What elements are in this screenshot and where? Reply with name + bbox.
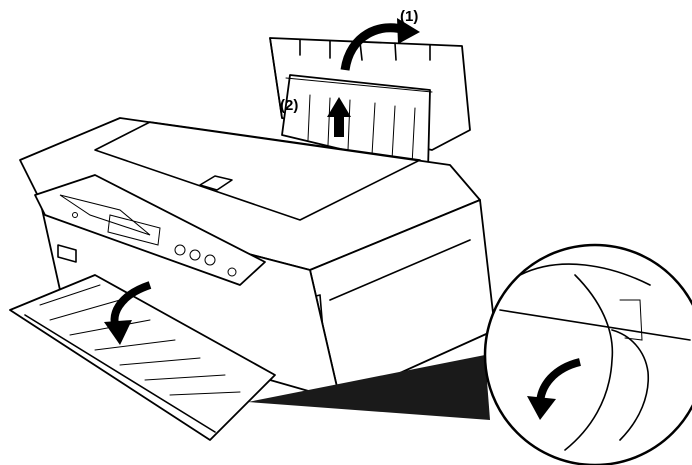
curved-arrow-down-icon <box>104 281 152 345</box>
paper-support <box>269 37 471 171</box>
printer-body <box>19 117 496 401</box>
step-label-1: (1) <box>400 8 418 25</box>
curved-arrow-up-icon <box>340 18 420 71</box>
step-label-2: (2) <box>280 97 298 114</box>
zoom-callout <box>248 243 692 465</box>
paper-output-tray <box>9 274 276 441</box>
straight-arrow-up-icon <box>327 97 351 137</box>
